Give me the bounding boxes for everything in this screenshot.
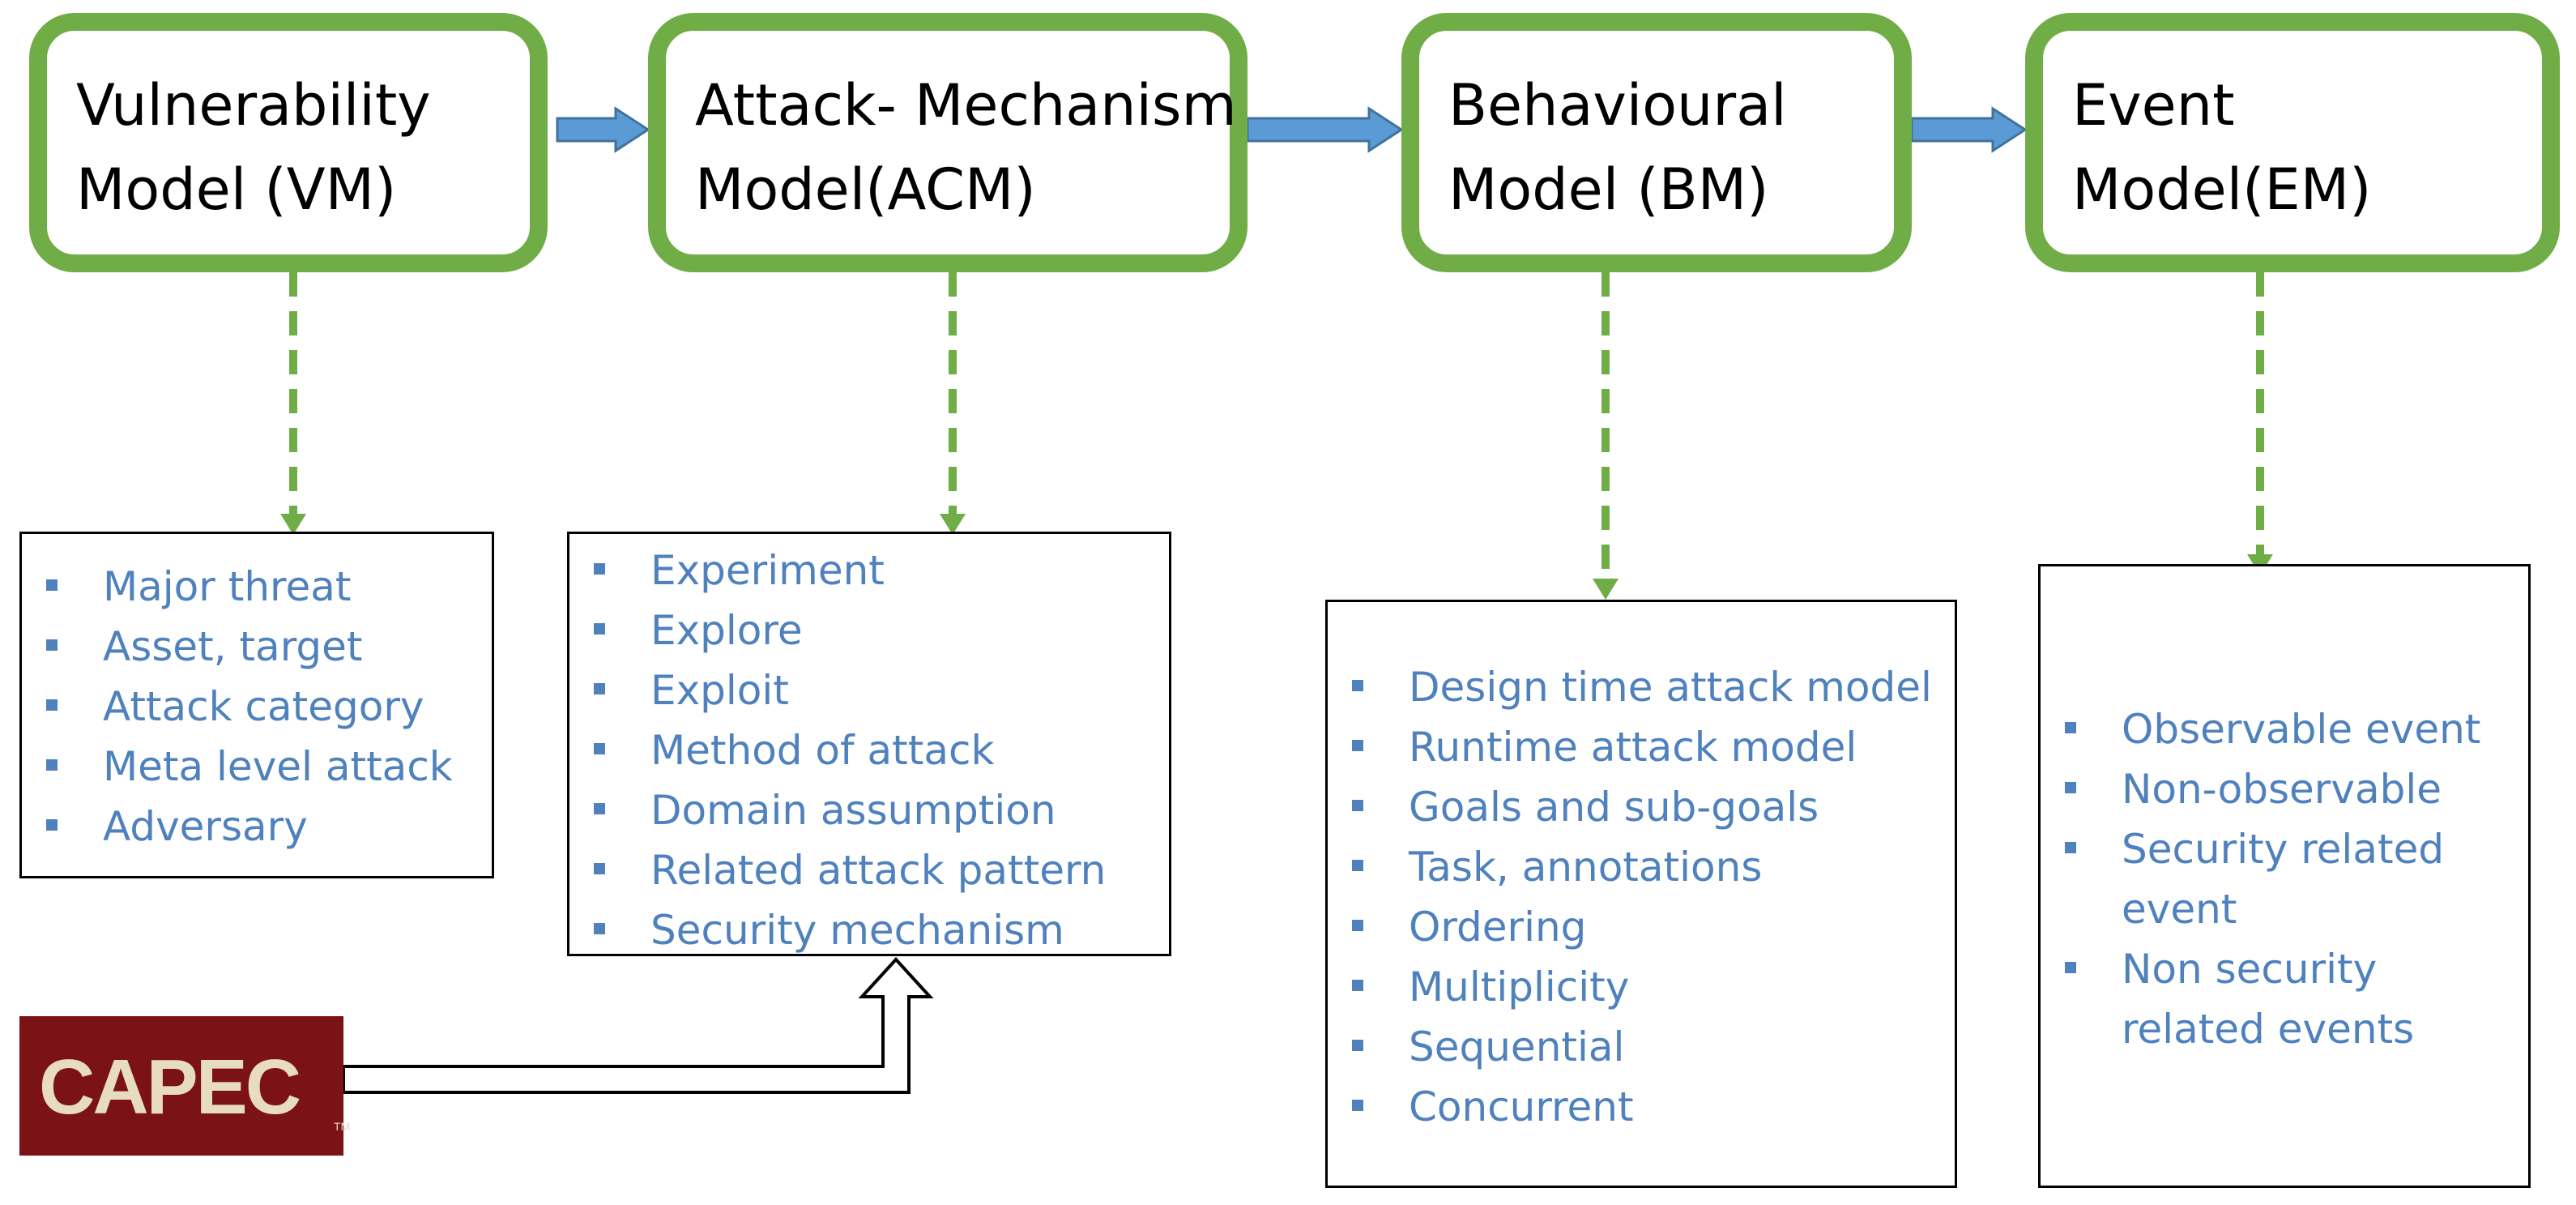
bullet-icon bbox=[46, 699, 58, 711]
bullet-icon bbox=[46, 639, 58, 651]
bm-attributes-list: Design time attack model Runtime attack … bbox=[1328, 657, 1955, 1137]
capec-logo-text: CAPEC bbox=[39, 1044, 301, 1130]
list-item: Meta level attack bbox=[22, 737, 492, 797]
bullet-icon bbox=[1352, 1100, 1363, 1111]
capec-logo: CAPEC TM bbox=[19, 1016, 350, 1156]
list-item: Explore bbox=[569, 600, 1169, 660]
acm-attributes-list: Experiment Explore Exploit Method of att… bbox=[569, 541, 1169, 960]
bullet-icon bbox=[1352, 920, 1363, 931]
list-item: Exploit bbox=[569, 660, 1169, 720]
bullet-icon bbox=[1352, 740, 1363, 751]
bullet-icon bbox=[2065, 782, 2076, 793]
bullet-icon bbox=[594, 923, 605, 934]
bullet-icon bbox=[46, 759, 58, 771]
list-item: Goals and sub-goals bbox=[1328, 777, 1955, 837]
list-item: Non-observable bbox=[2041, 759, 2528, 819]
bullet-icon bbox=[594, 563, 605, 575]
bullet-icon bbox=[1352, 680, 1363, 691]
bullet-icon bbox=[594, 803, 605, 814]
bullet-icon bbox=[594, 683, 605, 694]
list-item: Method of attack bbox=[569, 720, 1169, 780]
model-title-line2: Model (BM) bbox=[1448, 156, 1769, 223]
attack-mechanism-model-box: Attack- Mechanism Model(ACM) bbox=[648, 13, 1247, 272]
list-item: Sequential bbox=[1328, 1017, 1955, 1077]
em-attributes-list: Observable event Non-observable Security… bbox=[2041, 699, 2528, 1059]
trademark-mark: TM bbox=[334, 1120, 351, 1133]
bullet-icon bbox=[1352, 800, 1363, 811]
list-item: Related attack pattern bbox=[569, 840, 1169, 900]
behavioural-model-box: Behavioural Model (BM) bbox=[1401, 13, 1912, 272]
flow-arrow-acm-bm bbox=[1246, 106, 1404, 153]
bullet-icon bbox=[46, 579, 58, 591]
list-item: Design time attack model bbox=[1328, 657, 1955, 717]
acm-attributes-box: Experiment Explore Exploit Method of att… bbox=[567, 532, 1171, 956]
bullet-icon bbox=[594, 863, 605, 874]
flow-arrow-bm-em bbox=[1910, 106, 2028, 153]
bullet-icon bbox=[2065, 962, 2076, 973]
bullet-icon bbox=[2065, 722, 2076, 733]
list-item: Major threat bbox=[22, 557, 492, 617]
bullet-icon bbox=[46, 819, 58, 831]
model-title-line1: Attack- Mechanism bbox=[695, 72, 1237, 139]
vm-attributes-list: Major threat Asset, target Attack catego… bbox=[22, 557, 492, 857]
list-item: Attack category bbox=[22, 677, 492, 737]
list-item: Asset, target bbox=[22, 617, 492, 677]
list-item: Ordering bbox=[1328, 897, 1955, 957]
list-item: Concurrent bbox=[1328, 1077, 1955, 1137]
dashed-arrowhead-vm bbox=[280, 514, 306, 535]
bullet-icon bbox=[1352, 980, 1363, 991]
flow-arrow-vm-acm bbox=[556, 106, 650, 153]
dashed-arrowhead-acm bbox=[940, 514, 966, 535]
bullet-icon bbox=[594, 623, 605, 635]
model-title-line2: Model(EM) bbox=[2072, 156, 2372, 223]
list-item: Runtime attack model bbox=[1328, 717, 1955, 777]
vm-attributes-box: Major threat Asset, target Attack catego… bbox=[19, 532, 494, 878]
list-item: Security mechanism bbox=[569, 900, 1169, 960]
model-title-line2: Model(ACM) bbox=[695, 156, 1036, 223]
dashed-arrowhead-bm bbox=[1593, 579, 1619, 600]
bullet-icon bbox=[1352, 1040, 1363, 1051]
capec-to-acm-arrow bbox=[342, 957, 934, 1094]
vulnerability-model-box: Vulnerability Model (VM) bbox=[29, 13, 548, 272]
list-item: Adversary bbox=[22, 797, 492, 857]
bm-attributes-box: Design time attack model Runtime attack … bbox=[1325, 600, 1957, 1188]
list-item: Multiplicity bbox=[1328, 957, 1955, 1017]
em-attributes-box: Observable event Non-observable Security… bbox=[2038, 564, 2531, 1188]
bullet-icon bbox=[2065, 842, 2076, 853]
model-title-line1: Vulnerability bbox=[76, 72, 431, 139]
list-item: Domain assumption bbox=[569, 780, 1169, 840]
bullet-icon bbox=[1352, 860, 1363, 871]
event-model-box: Event Model(EM) bbox=[2025, 13, 2560, 272]
list-item: Task, annotations bbox=[1328, 837, 1955, 897]
list-item: Experiment bbox=[569, 541, 1169, 600]
model-title-line1: Event bbox=[2072, 72, 2235, 139]
model-title-line2: Model (VM) bbox=[76, 156, 397, 223]
list-item: Observable event bbox=[2041, 699, 2528, 759]
bullet-icon bbox=[594, 743, 605, 754]
model-title-line1: Behavioural bbox=[1448, 72, 1787, 139]
